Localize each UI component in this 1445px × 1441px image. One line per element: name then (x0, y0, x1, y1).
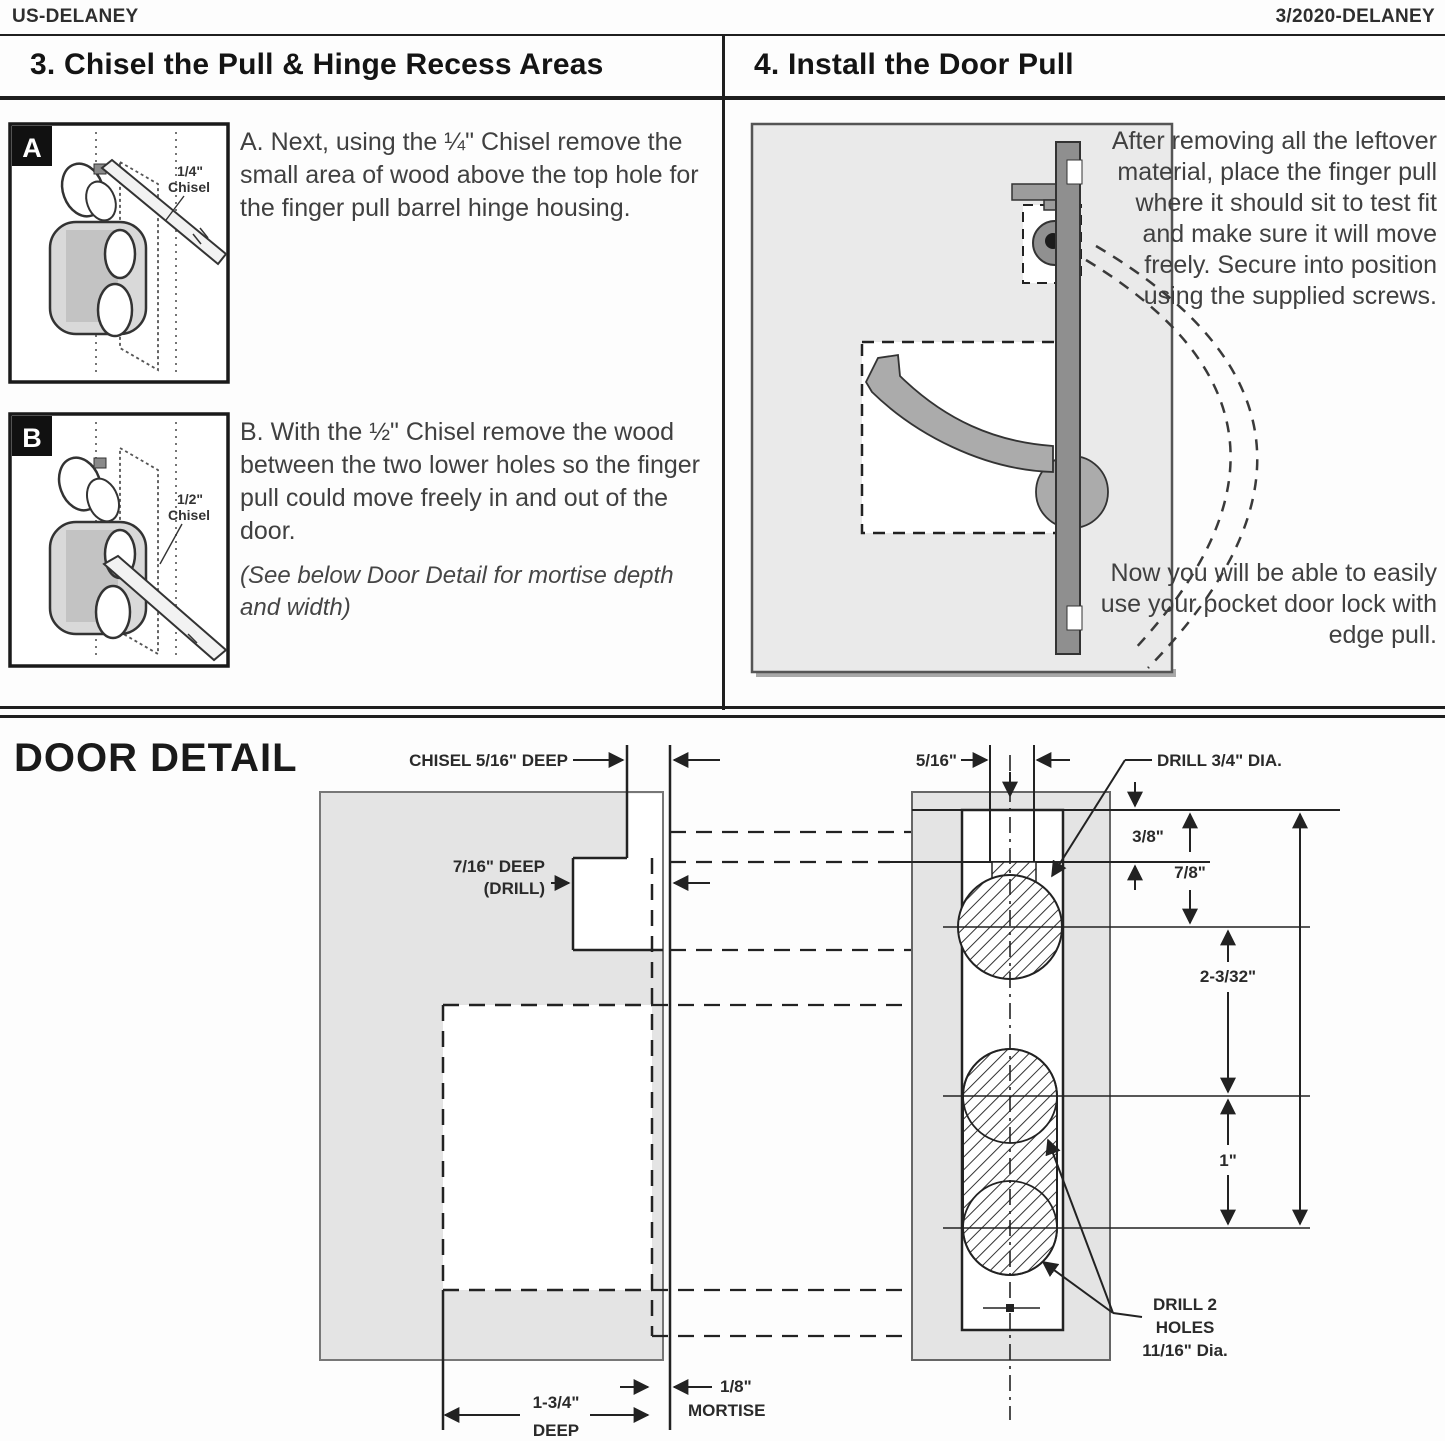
label-drill2-2: HOLES (1156, 1318, 1215, 1337)
label-top-width: 5/16" (916, 751, 957, 770)
install-paragraph-1: After removing all the leftover material… (1111, 127, 1437, 310)
chisel-size-label: 1/2" (177, 491, 203, 507)
doc-code-right: 3/2020-DELANEY (1275, 6, 1435, 27)
label-drill2-1: DRILL 2 (1153, 1295, 1217, 1314)
side-section-view (319, 745, 990, 1430)
half-inch-chisel-icon (102, 554, 228, 662)
dimension-annotations (443, 752, 1308, 1423)
label-dim-2-3-32: 2-3/32" (1200, 967, 1256, 986)
install-paragraph-2: Now you will be able to easily use your … (1100, 559, 1437, 649)
label-drill2-3: 11/16" Dia. (1142, 1341, 1228, 1360)
step-b-text: B. With the ½" Chisel remove the wood be… (240, 418, 700, 545)
drilled-holes (48, 456, 148, 640)
section4-title: 4. Install the Door Pull (754, 48, 1074, 81)
label-drill-dia: DRILL 3/4" DIA. (1157, 751, 1282, 770)
label-drill-deep-1: 7/16" DEEP (453, 857, 545, 876)
swing-path-dashed (1085, 244, 1259, 669)
section3-title: 3. Chisel the Pull & Hinge Recess Areas (30, 48, 604, 81)
label-mortise-1: 1/8" (720, 1377, 752, 1396)
label-mortise-2: MORTISE (688, 1401, 765, 1420)
drilled-holes (48, 162, 148, 338)
mortise-dashed-outline (441, 858, 654, 1336)
door-detail-drawing: CHISEL 5/16" DEEP 7/16" DEEP (DRILL) 5/1… (319, 745, 1340, 1440)
install-pull-illustration (750, 122, 1259, 677)
label-chisel-deep: CHISEL 5/16" DEEP (409, 751, 568, 770)
chisel-leader-line (165, 195, 185, 221)
figure-b-letter: B (22, 423, 42, 453)
label-dim-7-8: 7/8" (1174, 863, 1206, 882)
label-drill-deep-2: (DRILL) (484, 879, 545, 898)
doc-code-left: US-DELANEY (12, 6, 139, 27)
separator-rule-1 (0, 706, 1445, 709)
chisel-word-label: Chisel (168, 507, 210, 523)
chisel-word-label: Chisel (168, 179, 210, 195)
figure-a-illustration: 1/4" Chisel A (8, 122, 230, 384)
quarter-inch-chisel-icon (100, 158, 228, 266)
figure-a-letter: A (22, 133, 42, 163)
label-deep-1: 1-3/4" (533, 1393, 580, 1412)
column-divider (722, 34, 725, 710)
label-dim-3-8: 3/8" (1132, 827, 1164, 846)
figure-b-illustration: 1/2" Chisel B (8, 412, 230, 668)
chisel-leader-line (159, 523, 183, 565)
edge-front-view (890, 745, 1340, 1420)
finger-pull-handle (864, 353, 1054, 473)
label-deep-2: DEEP (533, 1421, 579, 1440)
door-edge-strip (119, 160, 159, 372)
label-dim-1: 1" (1219, 1151, 1237, 1170)
step-a-text: A. Next, using the ¼" Chisel remove the … (240, 128, 699, 222)
edge-plate (1055, 141, 1083, 655)
chisel-size-label: 1/4" (177, 163, 203, 179)
door-detail-title: DOOR DETAIL (14, 736, 298, 780)
separator-rule-2 (0, 715, 1445, 718)
mortise-note-text: (See below Door Detail for mortise depth… (240, 562, 674, 621)
